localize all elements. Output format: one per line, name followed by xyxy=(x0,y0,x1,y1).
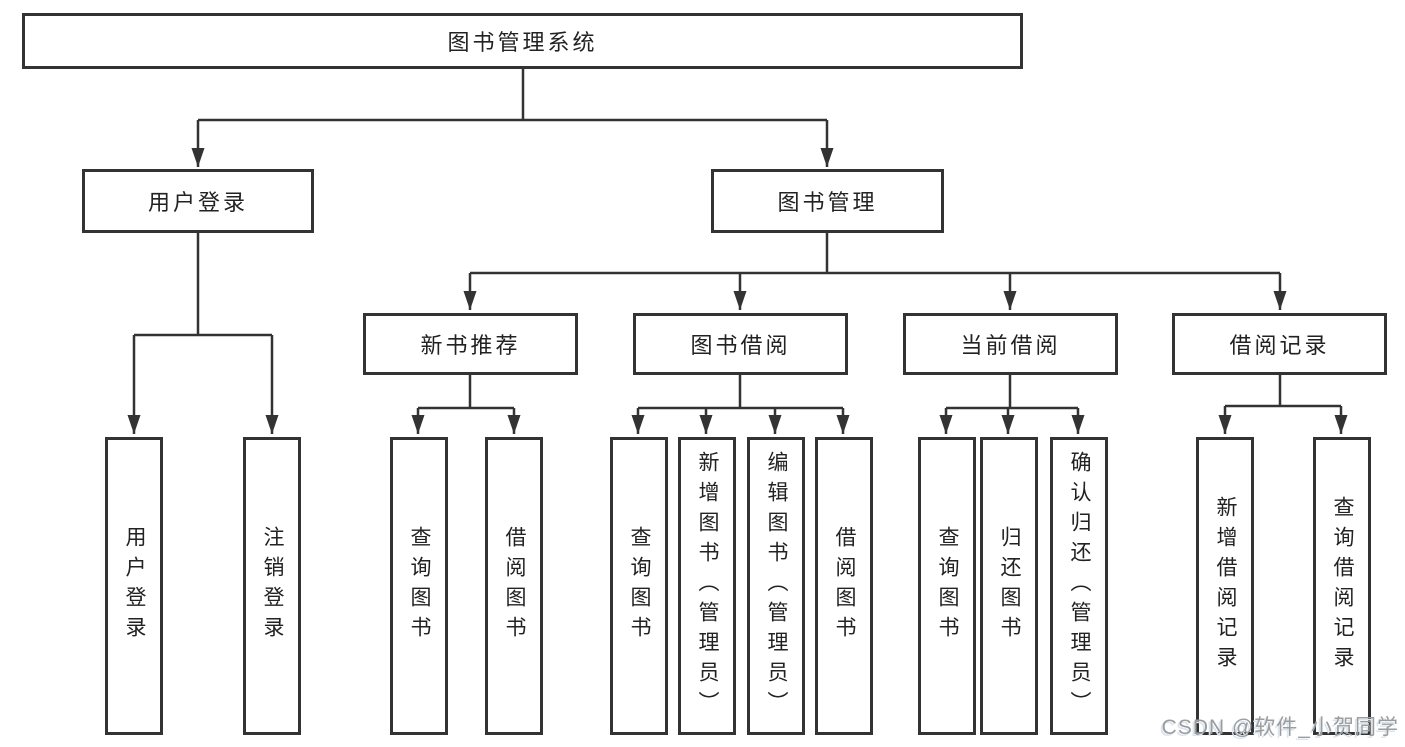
leaf-logout: 注销登录 xyxy=(243,437,301,735)
node-user-login: 用户登录 xyxy=(82,169,314,233)
leaf-add-borrow-record: 新增借阅记录 xyxy=(1196,437,1254,735)
leaf-query-book-borrow: 查询图书 xyxy=(610,437,668,735)
leaf-borrow-book: 借阅图书 xyxy=(815,437,873,735)
node-borrow-record: 借阅记录 xyxy=(1172,313,1387,375)
leaf-query-borrow-record: 查询借阅记录 xyxy=(1313,437,1371,735)
node-current-borrow: 当前借阅 xyxy=(903,313,1118,375)
leaf-query-book-recommend: 查询图书 xyxy=(390,437,448,735)
node-book-borrow: 图书借阅 xyxy=(633,313,848,375)
leaf-add-book-admin: 新增图书（管理员） xyxy=(678,437,736,735)
node-book-management: 图书管理 xyxy=(711,169,944,233)
node-root-library-system: 图书管理系统 xyxy=(22,13,1023,69)
leaf-borrow-book-recommend: 借阅图书 xyxy=(485,437,543,735)
leaf-return-book: 归还图书 xyxy=(980,437,1038,735)
leaf-confirm-return-admin: 确认归还（管理员） xyxy=(1050,437,1108,735)
node-new-book-recommend: 新书推荐 xyxy=(363,313,578,375)
csdn-watermark: CSDN @软件_小贺同学 xyxy=(1161,716,1399,739)
leaf-edit-book-admin: 编辑图书（管理员） xyxy=(747,437,805,735)
leaf-user-login: 用户登录 xyxy=(105,437,163,735)
leaf-query-book-current: 查询图书 xyxy=(918,437,976,735)
